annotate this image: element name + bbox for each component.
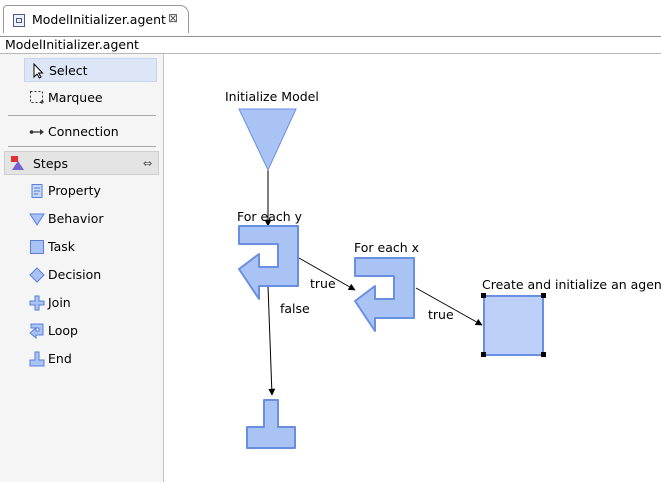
palette-step-label: Decision	[48, 267, 101, 282]
node-create-agent-shape[interactable]	[484, 296, 543, 355]
selection-handle[interactable]	[481, 293, 486, 298]
editor-tab-title: ModelInitializer.agent	[32, 12, 166, 27]
palette-separator	[8, 146, 156, 147]
node-end-shape[interactable]	[247, 400, 295, 448]
pin-drawer-icon[interactable]: ⇔	[143, 157, 152, 170]
palette-tool-label: Select	[49, 63, 88, 78]
steps-icon	[10, 155, 26, 171]
palette: Select Marquee Connection Steps ⇔ Proper…	[0, 54, 164, 482]
palette-step-label: Join	[48, 295, 71, 310]
palette-step-task[interactable]: Task	[24, 235, 157, 259]
selection-handle[interactable]	[541, 293, 546, 298]
palette-step-behavior[interactable]: Behavior	[24, 207, 157, 231]
node-initialize-model-shape[interactable]	[239, 109, 296, 170]
palette-step-end[interactable]: End	[24, 347, 157, 371]
node-create-agent-label: Create and initialize an agent	[482, 277, 661, 292]
palette-tool-select[interactable]: Select	[24, 58, 157, 82]
diagram-svg	[164, 54, 661, 482]
diagram-canvas[interactable]: Initialize Model For each y For each x C…	[164, 54, 661, 482]
selection-handle[interactable]	[541, 352, 546, 357]
agent-file-icon	[13, 14, 25, 27]
palette-step-label: Behavior	[48, 211, 104, 226]
loop-icon	[29, 323, 45, 339]
editor-path-bar: ModelInitializer.agent	[0, 37, 661, 54]
task-icon	[29, 239, 45, 255]
palette-tool-label: Marquee	[48, 90, 103, 105]
connection-icon	[29, 124, 45, 140]
palette-step-decision[interactable]: Decision	[24, 263, 157, 287]
edge-label-true: true	[310, 276, 336, 291]
palette-separator	[8, 115, 156, 116]
palette-tool-connection[interactable]: Connection	[24, 120, 157, 144]
join-icon	[29, 295, 45, 311]
arrow-cursor-icon	[30, 63, 46, 79]
edge-label-false: false	[280, 301, 310, 316]
steps-drawer-label: Steps	[33, 156, 68, 171]
palette-tool-marquee[interactable]: Marquee	[24, 86, 157, 110]
palette-step-join[interactable]: Join	[24, 291, 157, 315]
palette-step-property[interactable]: Property	[24, 179, 157, 203]
edge-label-true: true	[428, 307, 454, 322]
selection-handle[interactable]	[481, 352, 486, 357]
node-for-each-x-shape[interactable]	[355, 258, 414, 331]
steps-drawer-header[interactable]: Steps ⇔	[4, 151, 159, 175]
end-icon	[29, 351, 45, 367]
edge-for-each-y-to-end[interactable]	[268, 286, 272, 395]
marquee-icon	[29, 90, 45, 106]
editor-path-label: ModelInitializer.agent	[5, 37, 139, 52]
palette-step-label: Property	[48, 183, 101, 198]
editor-tab-bar: ModelInitializer.agent ⊠	[0, 0, 661, 37]
node-for-each-y-label: For each y	[237, 209, 302, 224]
close-tab-icon[interactable]: ⊠	[168, 11, 178, 25]
editor-tab[interactable]: ModelInitializer.agent ⊠	[3, 5, 189, 33]
property-icon	[29, 183, 45, 199]
palette-step-label: Loop	[48, 323, 78, 338]
behavior-icon	[29, 211, 45, 227]
decision-icon	[29, 267, 45, 283]
node-initialize-model-label: Initialize Model	[225, 89, 319, 104]
palette-tool-label: Connection	[48, 124, 119, 139]
palette-step-loop[interactable]: Loop	[24, 319, 157, 343]
palette-step-label: End	[48, 351, 72, 366]
node-for-each-x-label: For each x	[354, 240, 419, 255]
palette-step-label: Task	[48, 239, 75, 254]
